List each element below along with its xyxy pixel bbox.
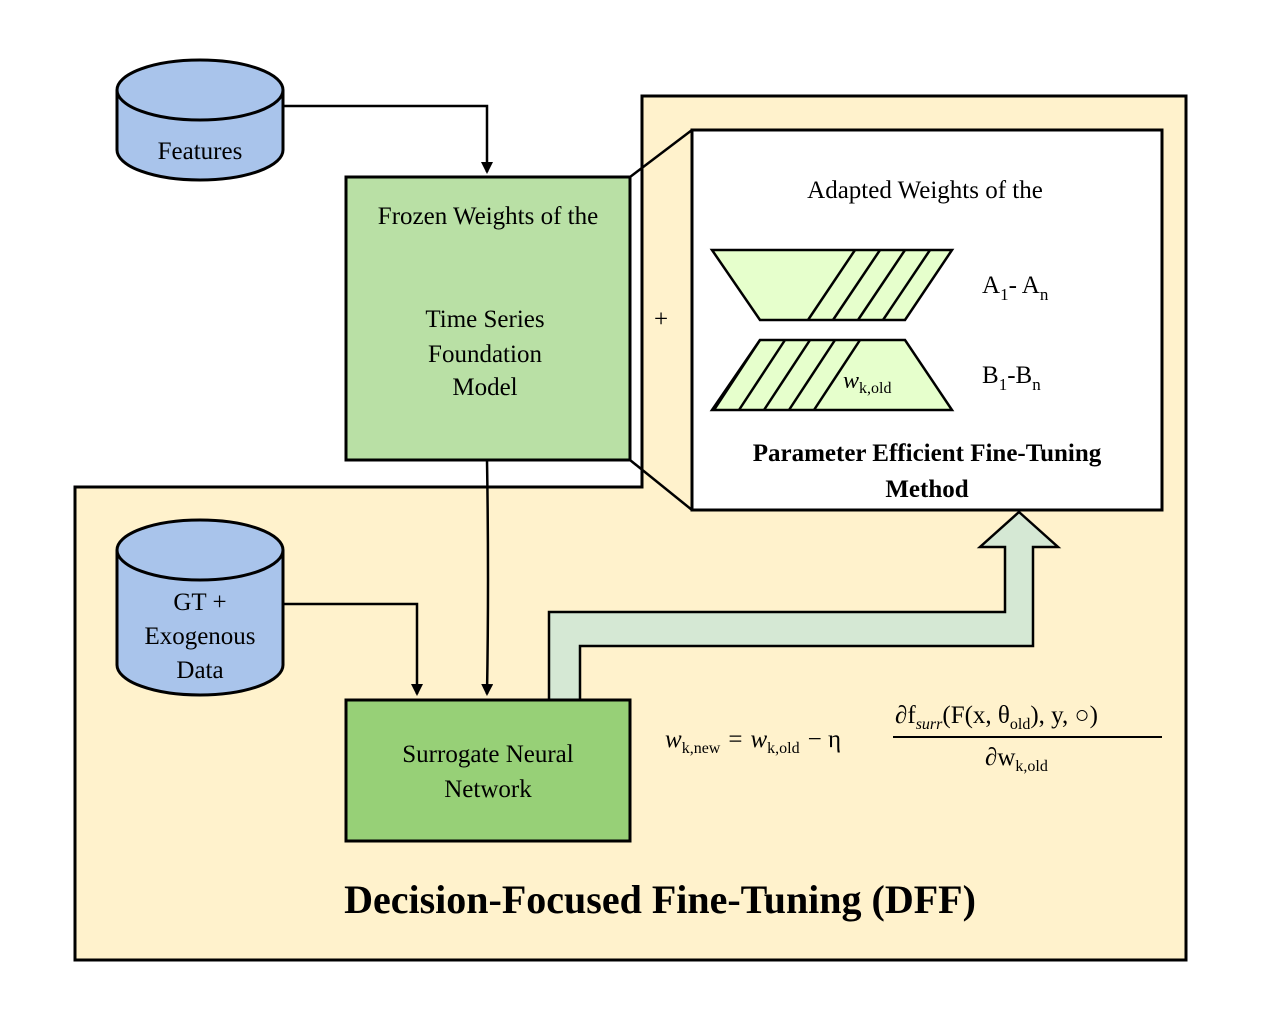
surrogate-line1: Surrogate Neural [402,741,574,768]
gt-line2: Exogenous [144,623,255,650]
update-formula: wk,new=wk,old− η ∂fsurr(F(x, θold), y, ○… [665,702,1162,775]
dff-title: Decision-Focused Fine-Tuning (DFF) [344,877,976,922]
frozen-model-box: Frozen Weights of the Time Series Founda… [344,175,632,462]
callout-line-top [629,129,693,178]
a-range-label: A1- An [982,272,1049,304]
gt-line1: GT + [173,589,226,616]
callout-line-bottom [629,459,693,511]
feedback-arrow [547,510,1062,702]
surrogate-line2: Network [444,776,532,803]
formula-lhs: wk,new=wk,old− η [665,726,841,757]
gt-exogenous-database: GT + Exogenous Data [115,518,285,697]
frozen-line2: Time Series [425,306,544,333]
adapted-title: Adapted Weights of the [807,177,1043,204]
features-label: Features [158,138,243,165]
arrow-features-to-frozen [283,104,493,174]
frozen-line3: Foundation [428,341,542,368]
surrogate-network-box: Surrogate Neural Network [344,698,632,843]
trapezoid-b-hatch [712,339,862,411]
b-range-label: B1-Bn [982,362,1041,394]
arrow-gt-to-surrogate [283,602,423,696]
features-database: Features [115,58,285,182]
formula-numerator: ∂fsurr(F(x, θold), y, ○) [895,702,1098,733]
peft-method-line2: Method [885,476,968,503]
plus-sign: + [654,306,668,333]
frozen-line4: Model [452,374,517,401]
adapted-weights-box: Adapted Weights of the A1- An wk,old B1-… [690,128,1164,512]
w-k-old-label: wk,old [843,368,891,397]
gt-line3: Data [176,657,223,684]
peft-method-line1: Parameter Efficient Fine-Tuning [753,440,1102,467]
arrow-frozen-to-surrogate [481,459,494,696]
frozen-line1: Frozen Weights of the [378,203,598,230]
formula-denominator: ∂wk,old [985,744,1048,775]
trapezoid-a-hatch [806,249,932,321]
